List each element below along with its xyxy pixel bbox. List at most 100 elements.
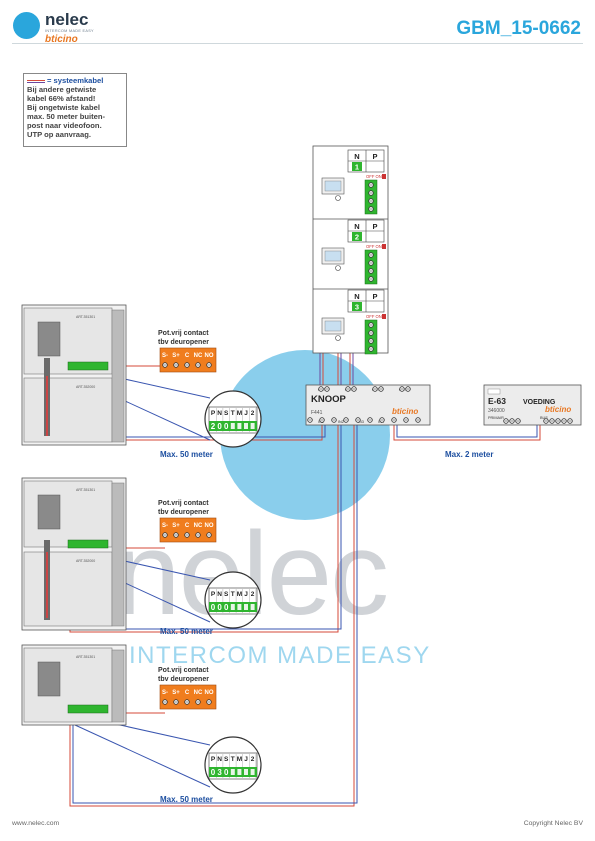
brand-name: nelec xyxy=(45,10,89,29)
monitor-terminal-block xyxy=(364,249,378,285)
monitor-button-icon xyxy=(335,335,341,341)
contact-screw-icon xyxy=(162,532,168,538)
monitor-address-box xyxy=(352,302,362,311)
distributor-screw-icon xyxy=(307,417,313,423)
contact-screw-icon xyxy=(195,362,201,368)
contact-terminal-label: S- xyxy=(162,690,168,696)
monitor-switch-label: OFF ON xyxy=(366,174,382,179)
contact-block-2: Pot.vrij contact tbv deuropener xyxy=(158,500,217,543)
monitor-p-label: P xyxy=(372,292,377,301)
dip-empty-slot xyxy=(230,769,235,775)
dip-empty-slot xyxy=(244,423,248,429)
distributor-screw-icon xyxy=(324,386,330,392)
contact-terminal-label: NC xyxy=(194,690,203,696)
monitor-switch-icon xyxy=(382,244,386,249)
power-supply-title: VOEDING xyxy=(523,399,556,406)
dip-value: 0 xyxy=(211,768,216,777)
nelec-logo-icon xyxy=(13,12,40,39)
power-screw-icon xyxy=(515,418,521,424)
panel-module-bottom xyxy=(23,377,113,443)
camera-module xyxy=(37,494,61,530)
cable-panel-3 xyxy=(69,424,355,807)
dip-value: 0 xyxy=(224,422,229,431)
monitor-switch-icon xyxy=(382,174,386,179)
distributor-ports: OUT1OUT2OUT3OUT4IN1IN2IN3IN4 xyxy=(307,386,421,424)
distributor-screw-icon xyxy=(378,386,384,392)
dip-empty-slot xyxy=(244,604,248,610)
contact-terminal-label: S- xyxy=(162,523,168,529)
distance-label-1: Max. 50 meter xyxy=(160,450,213,459)
distributor-screw-icon xyxy=(351,386,357,392)
power-supply-model: E-63 xyxy=(488,396,506,406)
power-screw-icon xyxy=(503,418,509,424)
monitor-n-label: N xyxy=(354,222,359,231)
contact-terminal-block xyxy=(159,347,217,373)
contact-terminal-label: NO xyxy=(205,523,214,529)
dip-header: P xyxy=(211,591,216,598)
contact-screw-icon xyxy=(206,532,212,538)
power-bus-label: BUS xyxy=(540,416,548,420)
dip-header: M xyxy=(237,410,242,417)
dip-header: 2 xyxy=(251,756,255,763)
dip-empty-slot xyxy=(237,423,242,429)
ribbon-highlight xyxy=(46,376,48,436)
panel-module-top-label: ART.351301 xyxy=(76,315,95,319)
monitor-button-icon xyxy=(335,195,341,201)
contact-block-1: Pot.vrij contact tbv deuropener xyxy=(158,330,217,373)
distributor-screw-icon xyxy=(367,417,373,423)
power-primary-label: PRIMAIR xyxy=(488,416,504,420)
cable-power xyxy=(393,424,541,441)
distributor-screw-icon xyxy=(379,417,385,423)
power-screw-icon xyxy=(555,418,561,424)
dip-header: J xyxy=(244,591,248,598)
contact-terminal-label: NC xyxy=(194,353,203,359)
dip-empty-slot xyxy=(230,423,235,429)
contact-screw-icon xyxy=(184,362,190,368)
note-line: max. 50 meter buiten- xyxy=(27,112,106,121)
dip-empty-slot xyxy=(250,769,255,775)
contact-terminal-label: C xyxy=(185,353,190,359)
contact-terminal-label: C xyxy=(185,690,190,696)
monitor-address-box xyxy=(352,162,362,171)
contact-terminal-label: NC xyxy=(194,523,203,529)
contact-title: Pot.vrij contact xyxy=(158,330,209,337)
contact-screw-icon xyxy=(173,699,179,705)
contact-terminal-label: S+ xyxy=(172,523,180,529)
note-line: post naar videofoon. xyxy=(27,121,102,130)
contact-title: Pot.vrij contact xyxy=(158,500,209,507)
monitor-button-icon xyxy=(335,265,341,271)
power-supply-brand: bticino xyxy=(545,405,571,414)
distance-label-3: Max. 50 meter xyxy=(160,795,213,804)
monitor-address-value: 2 xyxy=(355,233,359,242)
dip-header: N xyxy=(217,591,222,598)
brand-tagline: INTERCOM MADE EASY xyxy=(45,29,94,33)
contact-screw-icon xyxy=(184,699,190,705)
distributor-code: F441 xyxy=(311,410,323,416)
website-link[interactable]: www.nelec.com xyxy=(12,820,60,827)
power-screw-icon xyxy=(543,418,549,424)
distributor-title: KNOOP xyxy=(311,394,347,405)
contact-block-3: Pot.vrij contact tbv deuropener xyxy=(158,667,217,710)
power-screw-icon xyxy=(549,418,555,424)
document-code: GBM_15-0662 xyxy=(456,18,581,39)
panel-side-bar xyxy=(111,649,125,723)
monitor-terminal-block xyxy=(364,319,378,355)
monitor-screw-icon xyxy=(368,190,374,196)
monitor-address-box xyxy=(352,232,362,241)
contact-terminal-label: C xyxy=(185,523,190,529)
monitor-address-value: 1 xyxy=(355,163,359,172)
distributor-screw-icon xyxy=(355,417,361,423)
cables xyxy=(69,193,541,807)
monitor-address-value: 3 xyxy=(355,303,359,312)
dip-header: S xyxy=(224,591,229,598)
distance-label-2: Max. 50 meter xyxy=(160,627,213,636)
cable-power xyxy=(396,424,538,438)
dip-header: S xyxy=(224,756,229,763)
contact-screw-icon xyxy=(195,532,201,538)
